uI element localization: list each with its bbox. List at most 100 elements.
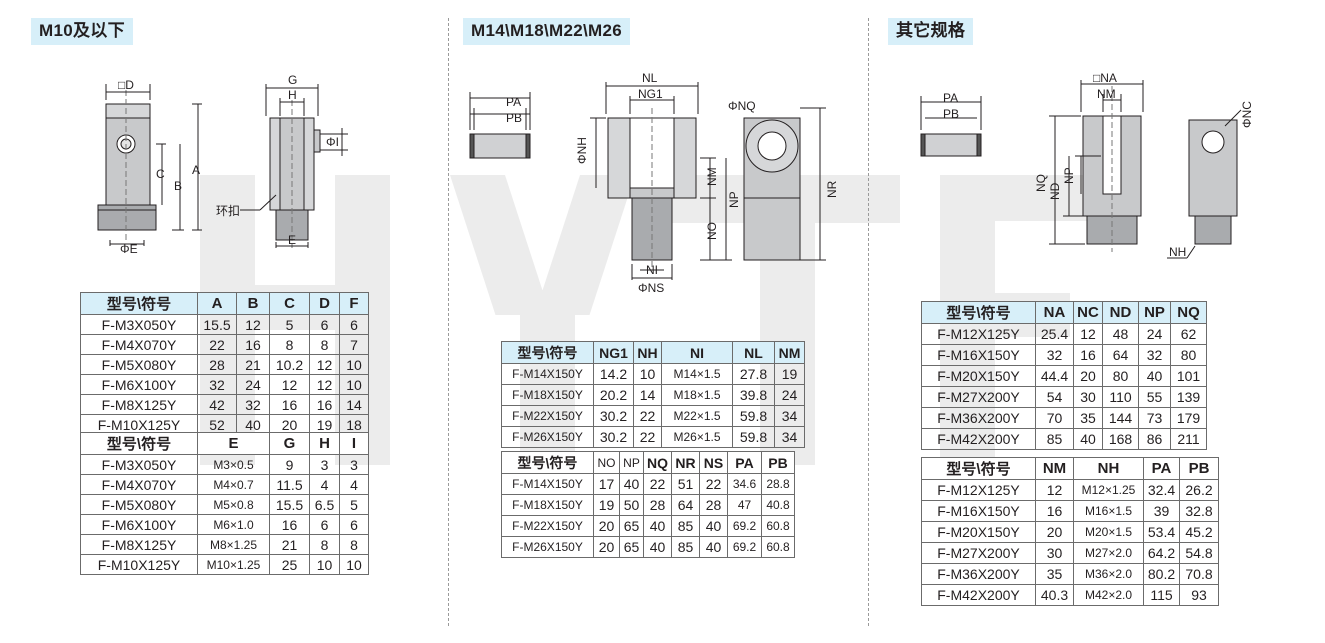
- dim-label-PA: PA: [943, 91, 958, 105]
- table-cell: M27×2.0: [1073, 542, 1144, 564]
- table-cell: 40: [643, 515, 672, 537]
- table-cell: 32.4: [1143, 479, 1180, 501]
- table-cell: 20: [1073, 365, 1103, 387]
- clevis-drawing-large: PA PB □NA NM NQ ND NP ΦNC NH: [920, 71, 1254, 259]
- table-cell: F-M6X100Y: [80, 514, 198, 535]
- table-cell: F-M42X200Y: [921, 584, 1036, 606]
- dim-label-PA: PA: [506, 95, 521, 109]
- header-cell: I: [339, 432, 369, 455]
- table-cell: 65: [619, 515, 644, 537]
- header-cell: NH: [1073, 457, 1144, 480]
- table-cell: 12: [1073, 323, 1103, 345]
- table-cell: 55: [1138, 386, 1171, 408]
- table-cell: 60.8: [761, 515, 795, 537]
- table-cell: 24: [1138, 323, 1171, 345]
- table-cell: 64: [1102, 344, 1139, 366]
- table-cell: 9: [269, 454, 310, 475]
- header-cell: NR: [671, 451, 700, 474]
- table-cell: 10: [339, 354, 369, 375]
- table-cell: 80.2: [1143, 563, 1180, 585]
- table-cell: 85: [671, 515, 700, 537]
- header-cell: A: [197, 292, 237, 315]
- table-cell: 60.8: [761, 536, 795, 558]
- header-cell: E: [197, 432, 270, 455]
- table-cell: M5×0.8: [197, 494, 270, 515]
- dim-label-E: E: [288, 233, 296, 247]
- table-cell: F-M36X200Y: [921, 407, 1036, 429]
- table-cell: 16: [269, 514, 310, 535]
- table-cell: 144: [1102, 407, 1139, 429]
- table-cell: 28: [197, 354, 237, 375]
- table-cell: 11.5: [269, 474, 310, 495]
- header-cell: PA: [1143, 457, 1180, 480]
- table-cell: 35: [1073, 407, 1103, 429]
- table-cell: F-M22X150Y: [501, 515, 594, 537]
- table-cell: F-M42X200Y: [921, 428, 1036, 450]
- table-cell: M3×0.5: [197, 454, 270, 475]
- header-cell: NL: [732, 341, 775, 364]
- table-cell: M16×1.5: [1073, 500, 1144, 522]
- table-cell: 22: [699, 473, 728, 495]
- dim-label-NS: ΦNS: [638, 281, 664, 295]
- table-cell: M42×2.0: [1073, 584, 1144, 606]
- table-cell: 22: [633, 405, 662, 427]
- table-cell: 14.2: [593, 363, 634, 385]
- table-cell: 59.8: [732, 426, 775, 448]
- table-cell: 85: [1035, 428, 1074, 450]
- table-cell: 32.8: [1179, 500, 1219, 522]
- table-cell: 115: [1143, 584, 1180, 606]
- table-cell: 47: [727, 494, 762, 516]
- table-cell: F-M14X150Y: [501, 363, 594, 385]
- table-cell: 62: [1170, 323, 1207, 345]
- table-cell: 69.2: [727, 515, 762, 537]
- dim-label-NA: □NA: [1093, 71, 1117, 85]
- header-cell: PA: [727, 451, 762, 474]
- table-cell: 86: [1138, 428, 1171, 450]
- table-cell: 64.2: [1143, 542, 1180, 564]
- table-cell: 32: [236, 394, 270, 415]
- table-cell: 8: [309, 534, 340, 555]
- ring-label: 环扣: [216, 204, 240, 218]
- dim-label-NG1: NG1: [638, 87, 663, 101]
- header-cell: 型号\符号: [921, 457, 1036, 480]
- table-cell: M22×1.5: [661, 405, 733, 427]
- table-cell: 34: [774, 426, 805, 448]
- table-cell: F-M16X150Y: [921, 500, 1036, 522]
- table-cell: 16: [1073, 344, 1103, 366]
- table-cell: 16: [236, 334, 270, 355]
- table-cell: 80: [1102, 365, 1139, 387]
- header-cell: ND: [1102, 301, 1139, 324]
- table-cell: F-M5X080Y: [80, 354, 198, 375]
- table-cell: 73: [1138, 407, 1171, 429]
- dim-label-PB: PB: [506, 111, 522, 125]
- table-cell: 24: [774, 384, 805, 406]
- table-cell: 179: [1170, 407, 1207, 429]
- dim-label-C: C: [156, 167, 165, 181]
- dim-label-NC: ΦNC: [1240, 101, 1254, 128]
- table-cell: F-M22X150Y: [501, 405, 594, 427]
- table-cell: 20: [1035, 521, 1074, 543]
- table-cell: 14: [339, 394, 369, 415]
- table-cell: 20: [593, 536, 620, 558]
- header-cell: NC: [1073, 301, 1103, 324]
- table-cell: 30.2: [593, 426, 634, 448]
- table-cell: 12: [309, 374, 340, 395]
- table-cell: M8×1.25: [197, 534, 270, 555]
- table-cell: 70: [1035, 407, 1074, 429]
- table-cell: 64: [671, 494, 700, 516]
- dim-label-NM: NM: [1097, 87, 1116, 101]
- table-cell: 139: [1170, 386, 1207, 408]
- table-cell: 54: [1035, 386, 1074, 408]
- table-cell: F-M20X150Y: [921, 521, 1036, 543]
- header-cell: NQ: [643, 451, 672, 474]
- header-cell: NA: [1035, 301, 1074, 324]
- header-cell: PB: [1179, 457, 1219, 480]
- table-cell: 44.4: [1035, 365, 1074, 387]
- table-cell: 54.8: [1179, 542, 1219, 564]
- table-cell: 40: [1138, 365, 1171, 387]
- table-cell: 5: [339, 494, 369, 515]
- table-cell: 8: [269, 334, 310, 355]
- header-cell: 型号\符号: [501, 451, 594, 474]
